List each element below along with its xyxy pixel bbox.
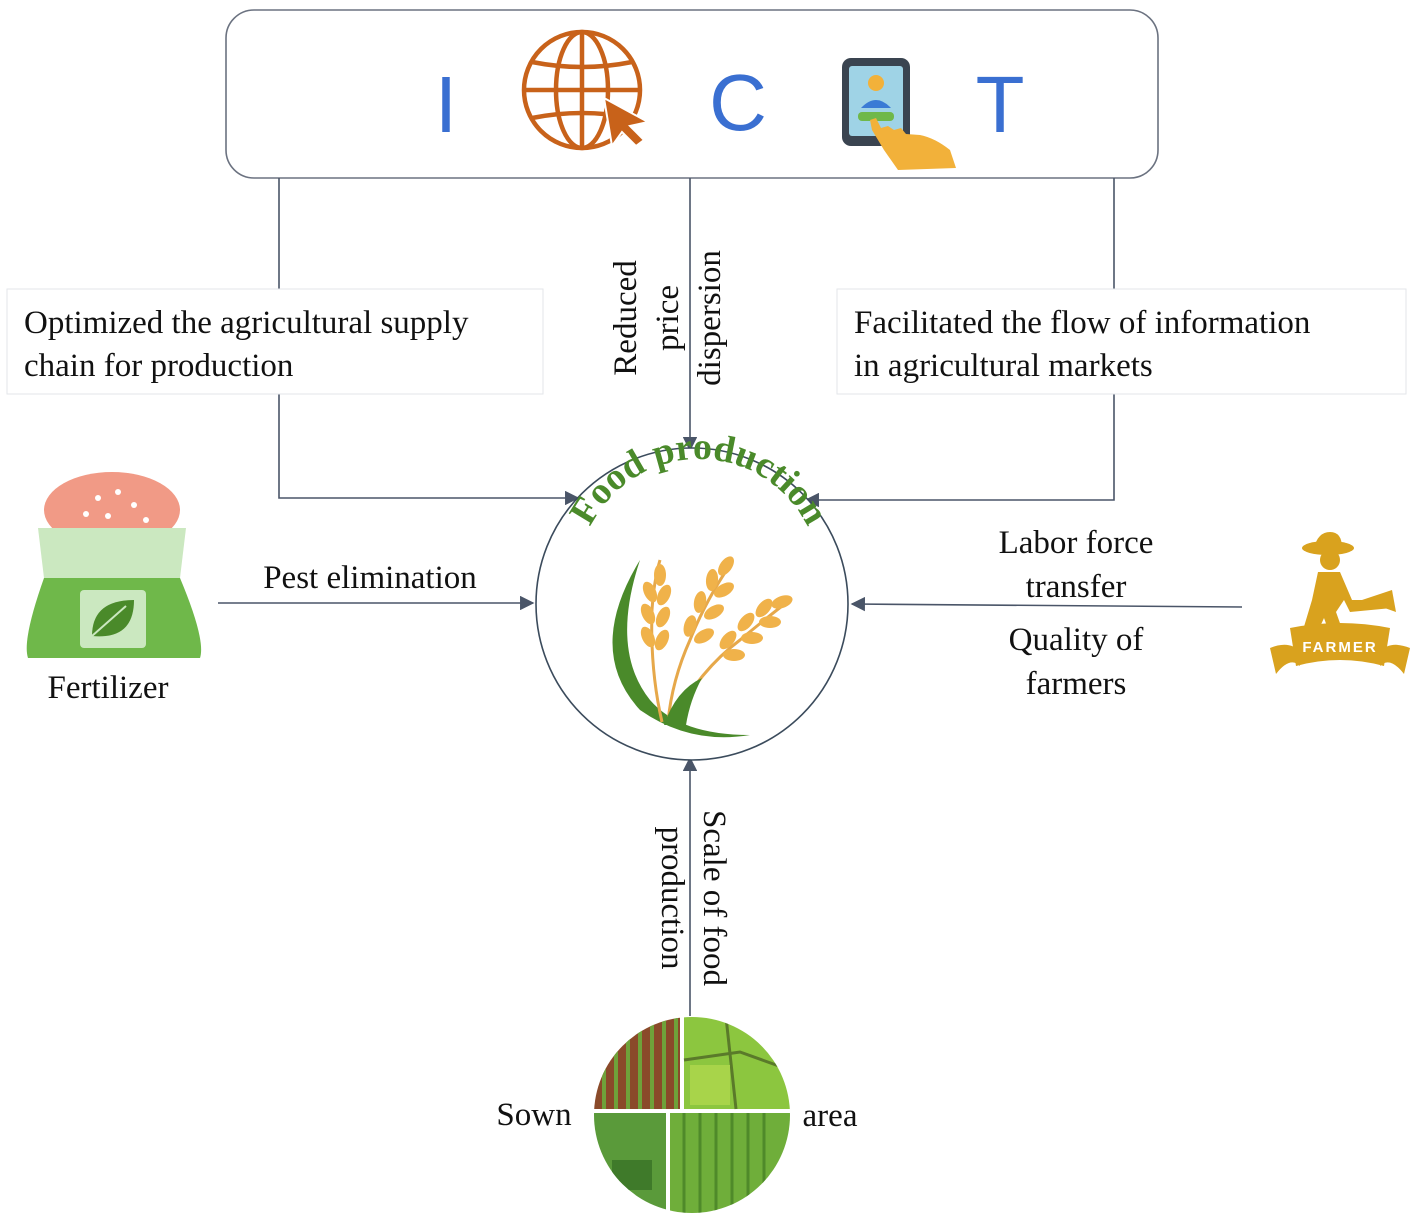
scale-label-2: production: [654, 827, 690, 970]
supply-chain-box: Optimized the agricultural supply chain …: [6, 288, 544, 395]
arrow-right-to-food: [804, 394, 1115, 508]
scale-of-food-production-label: Scale of food production: [654, 810, 732, 986]
ict-letter-i: I: [435, 60, 457, 149]
globe-cursor-icon: [521, 29, 651, 151]
tablet-touch-icon: [842, 58, 956, 170]
pest-elimination-label: Pest elimination: [263, 560, 477, 596]
labor-force-label-2: transfer: [1026, 569, 1127, 605]
connectors: [218, 178, 1243, 1016]
price-label: price: [650, 285, 686, 351]
quality-farmers-label-1: Quality of: [1009, 622, 1144, 658]
supply-chain-line-2: chain for production: [24, 348, 293, 384]
reduced-price-dispersion-label: Reduced price dispersion: [608, 250, 728, 386]
ict-box: I C T: [225, 9, 1159, 179]
arrow-left-to-food: [278, 394, 580, 506]
sown-field-icon: [594, 1017, 790, 1213]
quality-farmers-label-2: farmers: [1026, 666, 1127, 702]
ict-letter-c: C: [709, 58, 767, 147]
reduced-label: Reduced: [608, 260, 644, 376]
information-flow-line-2: in agricultural markets: [854, 348, 1153, 384]
arrow-farmer-to-food: [850, 596, 1243, 612]
scale-label-1: Scale of food: [696, 810, 732, 986]
food-production-node: Food production: [535, 426, 849, 761]
information-flow-box: Facilitated the flow of information in a…: [836, 288, 1407, 395]
fertilizer-bag-icon: [26, 472, 202, 658]
labor-force-label-1: Labor force: [999, 525, 1154, 561]
supply-chain-line-1: Optimized the agricultural supply: [24, 305, 469, 341]
fertilizer-label: Fertilizer: [48, 670, 169, 706]
wheat-icon: [612, 556, 793, 738]
sown-label: Sown: [496, 1097, 571, 1133]
ict-letter-t: T: [976, 60, 1025, 149]
information-flow-line-1: Facilitated the flow of information: [854, 305, 1310, 341]
farmer-icon: FARMER: [1270, 532, 1410, 674]
dispersion-label: dispersion: [692, 250, 728, 386]
farmer-badge-text: FARMER: [1302, 639, 1377, 656]
area-label: area: [803, 1098, 858, 1134]
